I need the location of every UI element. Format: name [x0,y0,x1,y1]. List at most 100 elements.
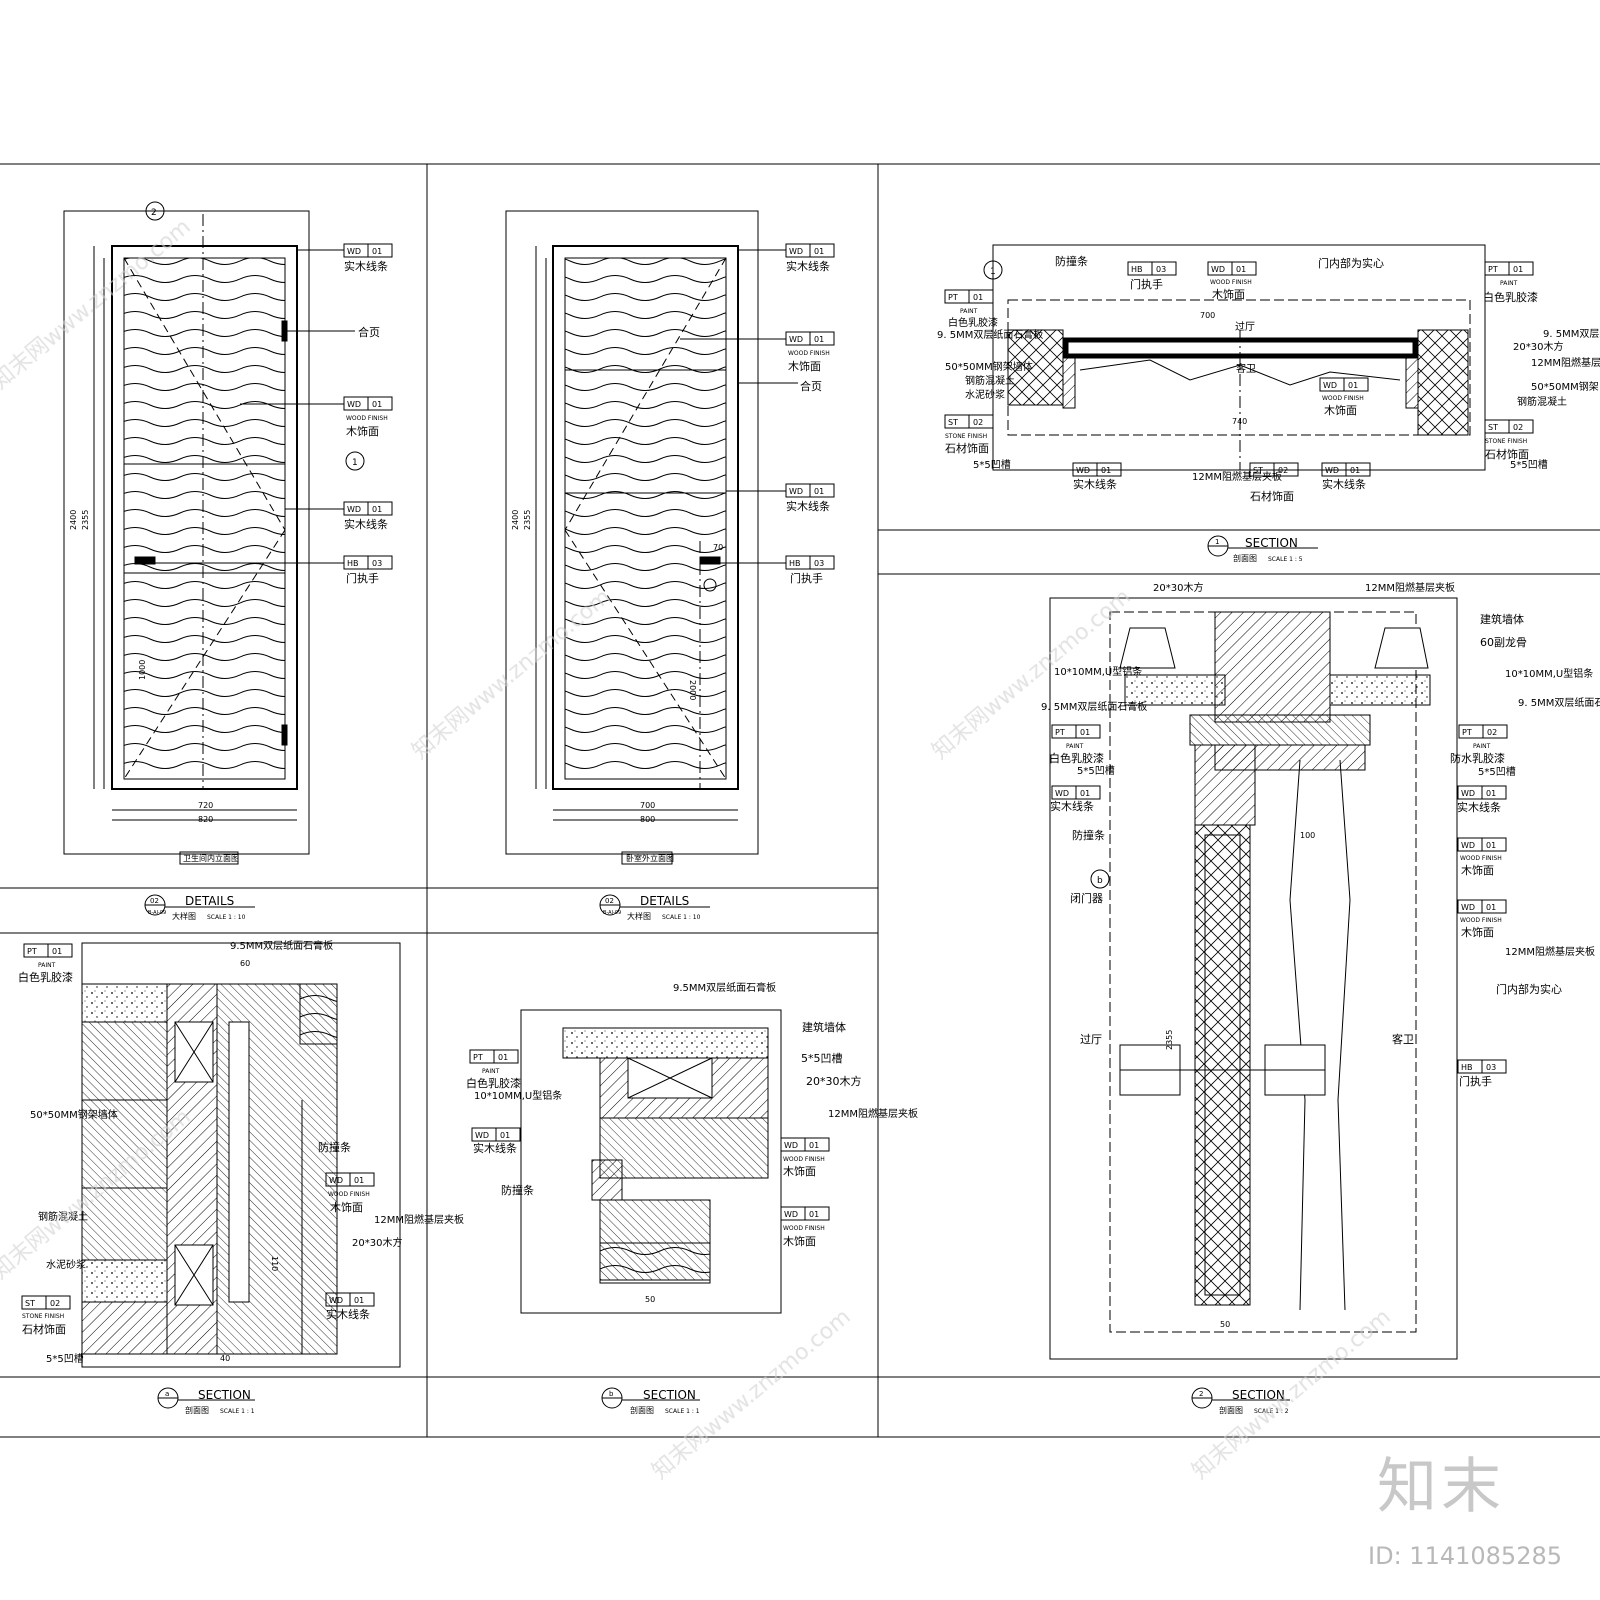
detail1-circle-1 [345,451,365,471]
detail1-elevation [63,210,310,855]
drawing-text-193: 2355 [1165,1030,1174,1050]
drawing-text-52: 50*50MM钢架墙体 [945,360,1033,373]
drawing-text-146: 50 [645,1295,655,1304]
drawing-text-79: 01 [1348,381,1358,390]
drawing-text-118: 5*5凹槽 [46,1352,84,1365]
drawing-text-180: 闭门器 [1070,891,1103,905]
drawing-text-119: 40 [220,1354,230,1363]
drawing-text-62: PAINT [1500,280,1518,287]
drawing-text-126: 5*5凹槽 [801,1052,843,1065]
drawing-text-97: PAINT [38,962,56,969]
s2-tag-wd-l [1051,785,1101,800]
drawing-text-66: 12MM阻燃基层夹板 [1531,356,1600,369]
drawing-text-8: 03 [372,559,382,568]
drawing-text-179: b [1097,876,1103,886]
drawing-text-35: 大样图 [627,911,651,921]
drawing-text-88: 石材饰面 [1250,489,1294,503]
drawing-text-81: 木饰面 [1324,403,1357,417]
drawing-text-166: 防水乳胶漆 [1450,751,1505,765]
d1-tag-wd-1 [297,243,393,258]
drawing-text-49: PAINT [960,308,978,315]
drawing-text-13: 2400 [511,510,520,530]
drawing-text-22: WD [789,335,803,344]
drawing-text-60: PT [1488,265,1498,274]
drawing-text-17: 800 [640,815,655,824]
drawing-text-9: 02 [150,897,159,905]
drawing-text-151: 12MM阻燃基层夹板 [1365,581,1455,594]
drawing-text-87: 02 [1278,466,1288,475]
drawing-text-159: 01 [1080,728,1090,737]
sectionB-title: SECTION [643,1388,696,1402]
drawing-text-74: 700 [1200,311,1215,320]
drawing-text-30: HB [789,559,801,568]
drawing-text-91: 实木线条 [1322,477,1366,491]
s1-tag-pt-left [944,289,994,304]
drawing-text-68: 钢筋混凝土 [1517,395,1567,408]
s1-tag-pt-right [1484,261,1534,276]
detail2-elevation [505,210,759,855]
drawing-text-176: 01 [1486,841,1496,850]
drawing-text-51: 9. 5MM双层纸面石膏板 [937,328,1043,341]
drawing-text-38: 防撞条 [1055,254,1088,268]
drawing-text-23: 01 [814,335,824,344]
s1-tag-hb [1127,261,1177,276]
drawing-text-132: 白色乳胶漆 [466,1076,521,1090]
drawing-text-26: 合页 [800,379,822,393]
sectionA-drawing [81,942,401,1368]
drawing-text-102: 钢筋混凝土 [38,1210,88,1223]
drawing-text-95: PT [27,947,37,956]
drawing-text-7: HB [347,559,359,568]
s1-tag-st-right [1484,419,1534,434]
detail2-title-block [599,894,710,916]
drawing-text-161: 白色乳胶漆 [1049,751,1104,765]
drawing-text-37: 1 [990,267,996,277]
drawing-text-2: WD [347,400,361,409]
drawing-text-101: 50*50MM钢架墙体 [30,1108,118,1121]
drawing-text-172: 01 [1486,789,1496,798]
drawing-text-53: 钢筋混凝土 [965,374,1015,387]
d1-tag-hb [155,555,393,570]
drawing-text-120: 110 [270,1256,279,1271]
drawing-text-34: B-AI-09 [603,910,621,916]
s2-tag-wd-r2 [1457,837,1507,852]
d1-label-strip-2: 实木线条 [344,517,388,531]
d1-tag-wd-2 [240,396,393,411]
drawing-text-187: 过厅 [1080,1033,1102,1046]
drawing-text-92: 1 [1215,538,1219,546]
drawing-text-167: 5*5凹槽 [1478,765,1516,778]
d1-tag-wd-3 [285,501,393,516]
drawing-text-149: SCALE 1 : 1 [665,1408,700,1415]
drawing-text-100: 60 [240,959,250,968]
drawing-text-20: 01 [814,247,824,256]
sB-tag-wd-1 [780,1137,830,1152]
drawing-text-156: 9. 5MM双层纸面石膏板 [1041,700,1147,713]
detail1-title: DETAILS [185,894,234,908]
drawing-text-32: 门执手 [790,571,823,585]
drawing-text-77: 740 [1232,417,1247,426]
drawing-text-56: 02 [973,418,983,427]
drawing-text-57: STONE FINISH [945,433,987,440]
drawing-text-46: 门内部为实心 [1318,256,1384,270]
dim-2355: 2355 [81,510,90,530]
drawing-text-175: WD [1461,841,1475,850]
drawing-text-14: 2355 [523,510,532,530]
drawing-text-135: 01 [500,1131,510,1140]
drawing-text-50: 白色乳胶漆 [948,316,998,329]
drawing-text-27: WD [789,487,803,496]
sB-tag-pt [469,1049,519,1064]
drawing-text-170: 实木线条 [1050,799,1094,813]
s2-tag-wd-r3 [1457,899,1507,914]
drawing-text-71: STONE FINISH [1485,438,1527,445]
drawing-text-69: ST [1488,423,1498,432]
drawing-text-107: WOOD FINISH [328,1191,370,1198]
drawing-text-150: 20*30木方 [1153,581,1203,594]
d2-tag-hb [720,555,835,570]
drawing-text-10: B-AI-09 [148,910,166,916]
drawing-text-106: 01 [354,1176,364,1185]
drawing-text-141: 木饰面 [783,1164,816,1178]
drawing-text-174: 防撞条 [1072,828,1105,842]
drawing-text-145: 木饰面 [783,1234,816,1248]
drawing-text-153: 60副龙骨 [1480,636,1527,649]
drawing-text-47: PT [948,293,958,302]
drawing-text-42: WD [1211,265,1225,274]
